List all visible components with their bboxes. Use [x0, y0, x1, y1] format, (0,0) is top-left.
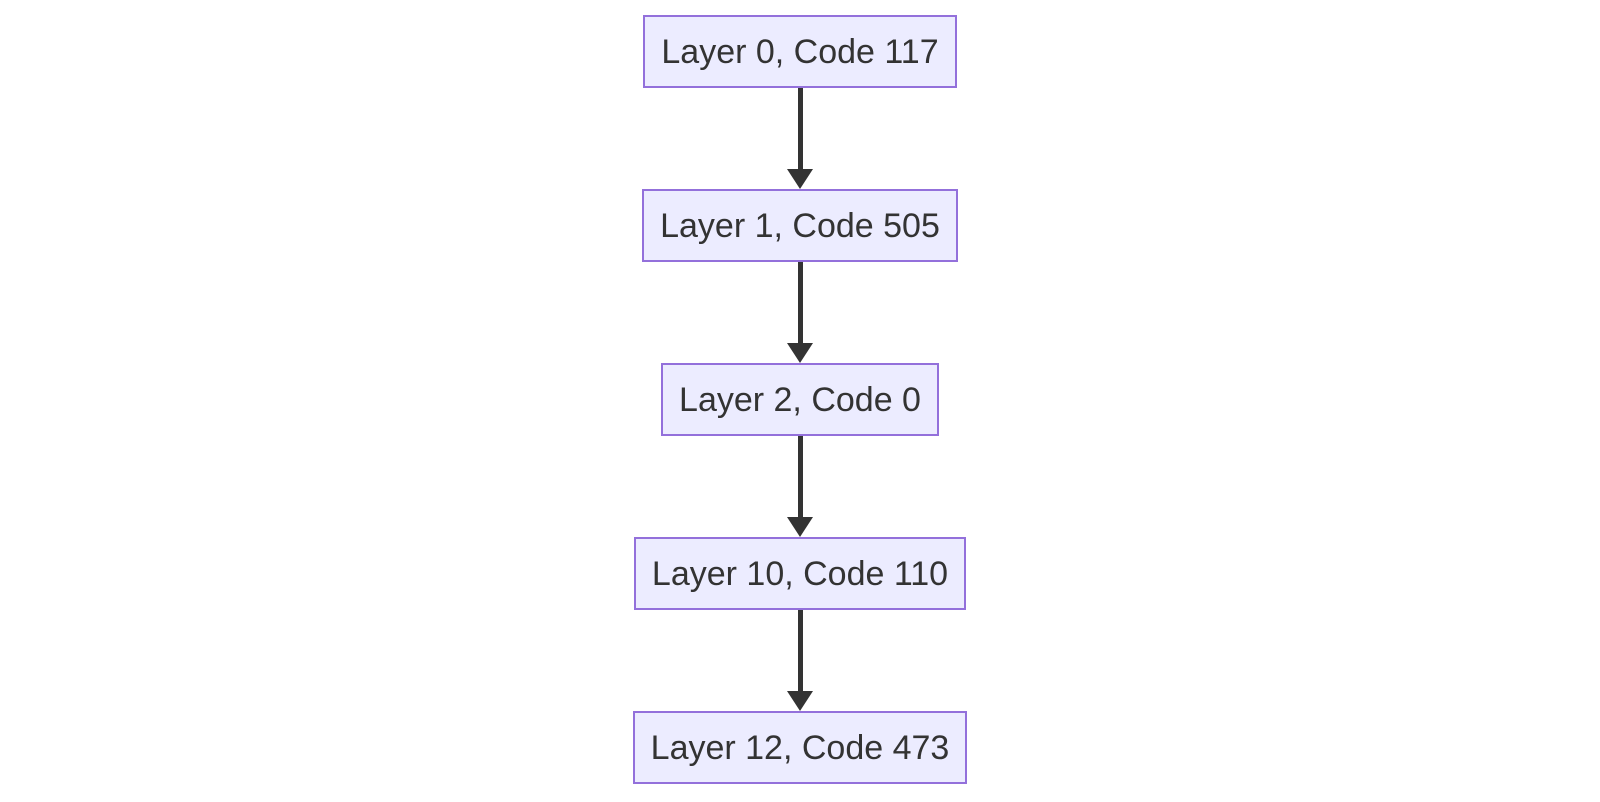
flowchart-node-layer-10: Layer 10, Code 110 [633, 537, 967, 610]
edge-arrow-0-1 [787, 88, 813, 189]
node-label: Layer 2, Code 0 [679, 380, 921, 419]
flowchart-node-layer-0: Layer 0, Code 117 [643, 15, 957, 88]
arrow-head-icon [787, 517, 813, 537]
edge-arrow-1-2 [787, 262, 813, 363]
node-label: Layer 1, Code 505 [660, 206, 940, 245]
arrow-shaft [797, 262, 803, 344]
edge-arrow-3-4 [787, 610, 813, 711]
arrow-head-icon [787, 343, 813, 363]
arrow-shaft [797, 436, 803, 518]
arrow-head-icon [787, 169, 813, 189]
edge-arrow-2-3 [787, 436, 813, 537]
flowchart-node-layer-12: Layer 12, Code 473 [632, 711, 968, 784]
node-label: Layer 12, Code 473 [650, 728, 950, 767]
flowchart-node-layer-1: Layer 1, Code 505 [642, 189, 958, 262]
node-label: Layer 0, Code 117 [661, 32, 939, 71]
arrow-shaft [797, 88, 803, 170]
node-label: Layer 10, Code 110 [651, 554, 949, 593]
arrow-shaft [797, 610, 803, 692]
arrow-head-icon [787, 691, 813, 711]
flowchart-node-layer-2: Layer 2, Code 0 [661, 363, 939, 436]
